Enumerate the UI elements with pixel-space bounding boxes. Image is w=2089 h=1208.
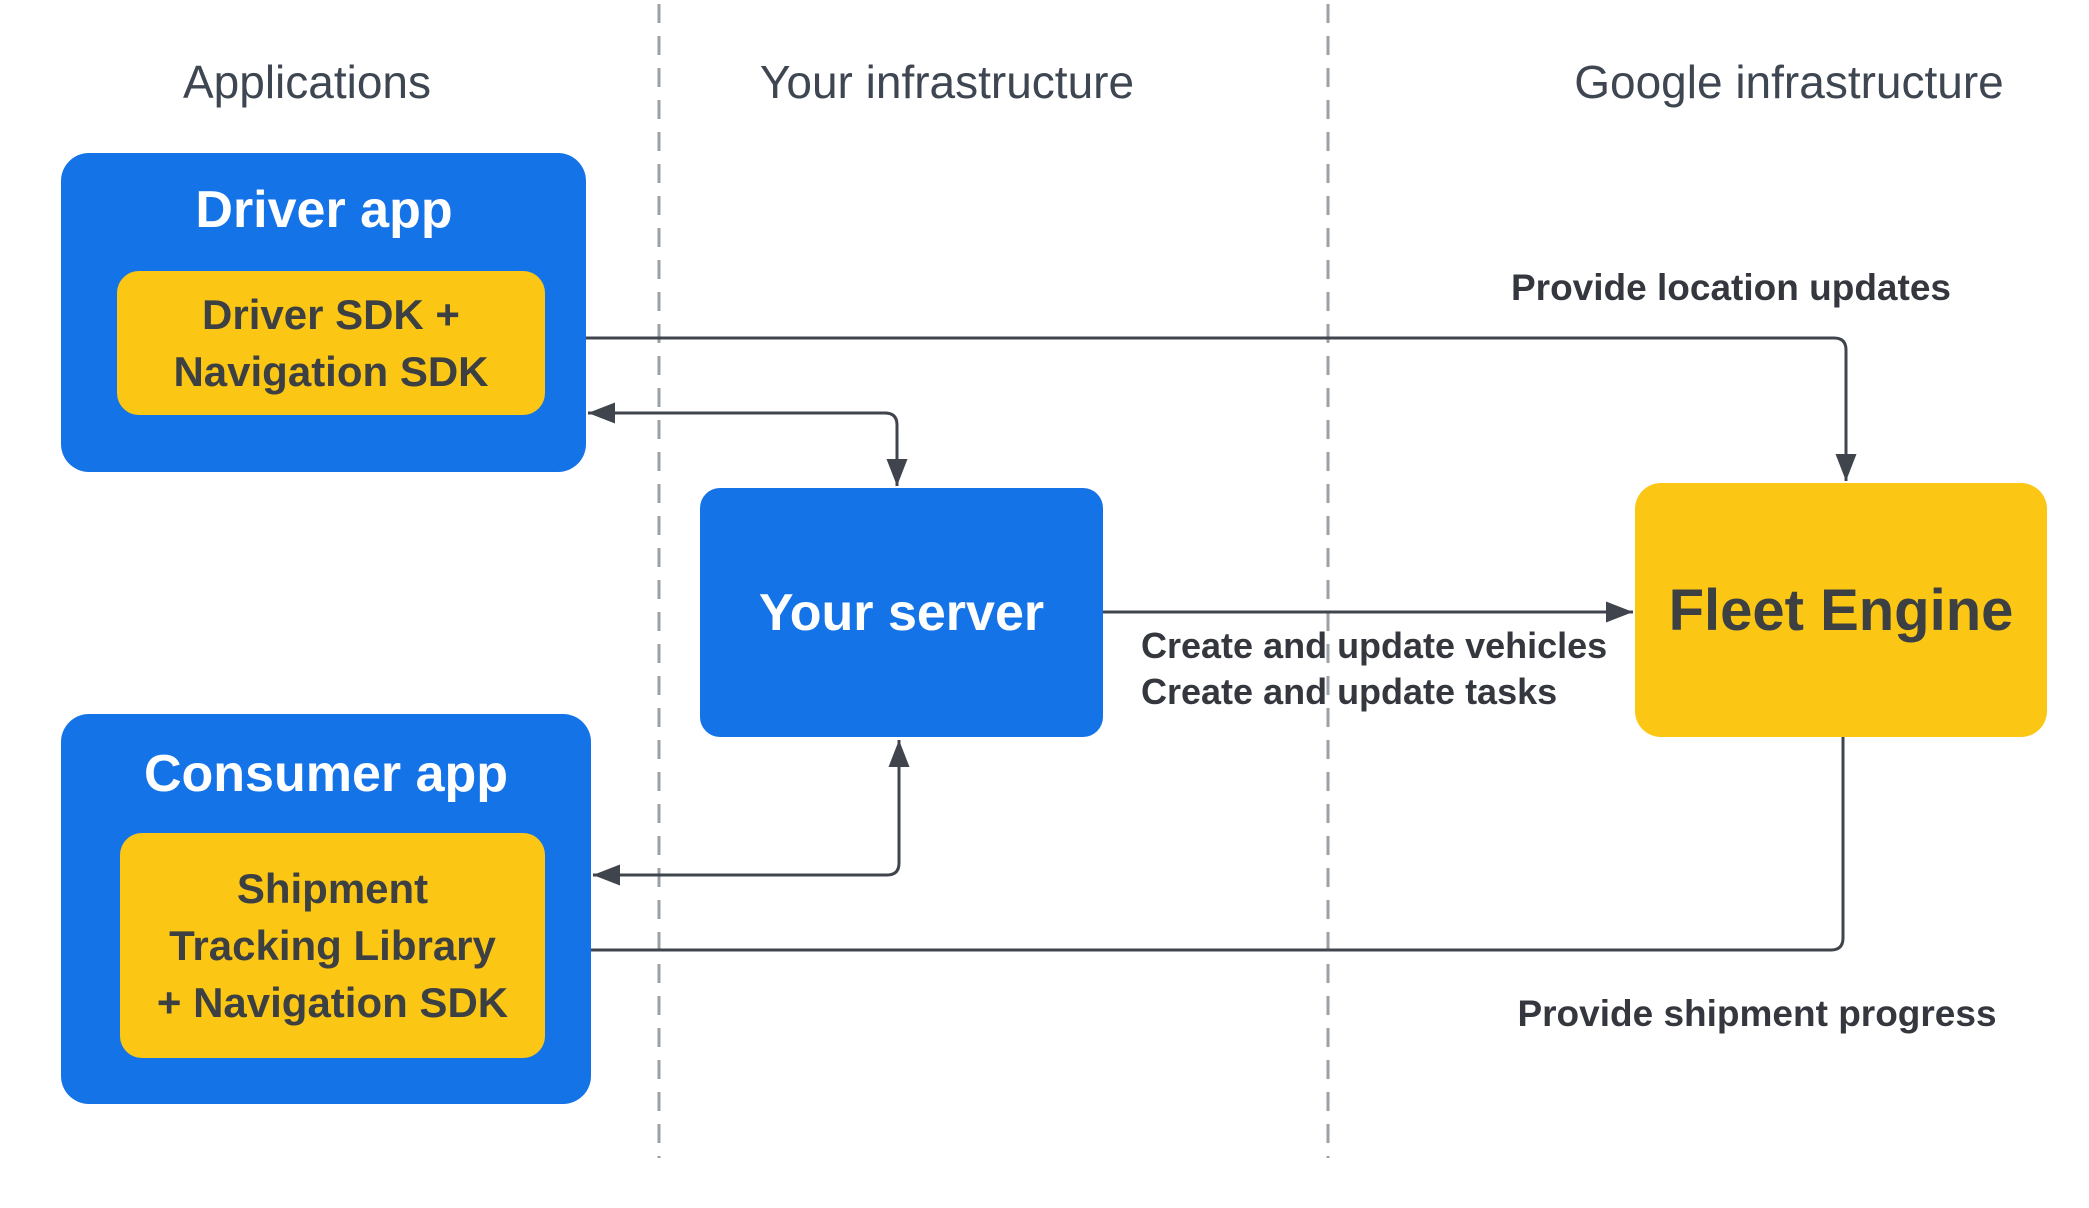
annotation-create-update-vehicles: Create and update vehicles [1141, 625, 1608, 666]
column-header-google-infrastructure: Google infrastructure [1574, 56, 2004, 108]
annotation-provide-shipment-progress: Provide shipment progress [1517, 993, 1997, 1034]
shipment-library-label-line1: Shipment [236, 865, 429, 912]
arrow-driver-app-your-server [588, 402, 908, 486]
node-driver-sdk: Driver SDK + Navigation SDK [117, 271, 545, 415]
node-driver-app-title: Driver app [195, 181, 453, 239]
column-header-applications: Applications [182, 56, 432, 108]
node-shipment-tracking-library: Shipment Tracking Library + Navigation S… [120, 833, 545, 1058]
annotation-create-update-tasks: Create and update tasks [1141, 671, 1558, 712]
node-your-server-title: Your server [758, 583, 1045, 642]
node-fleet-engine-title: Fleet Engine [1668, 577, 2014, 643]
annotation-create-update: Create and update vehicles Create and up… [1141, 623, 1607, 715]
arrow-fleet-engine-shipment-library [547, 737, 1845, 961]
node-consumer-app-title: Consumer app [143, 745, 509, 803]
node-fleet-engine: Fleet Engine [1635, 483, 2047, 737]
annotation-provide-location-updates: Provide location updates [1511, 267, 1951, 308]
column-header-your-infrastructure: Your infrastructure [759, 56, 1135, 108]
driver-sdk-label-line1: Driver SDK + [202, 291, 460, 338]
arrow-driver-sdk-fleet-engine [549, 327, 1857, 481]
shipment-library-label-line2: Tracking Library [169, 922, 496, 969]
node-your-server: Your server [700, 488, 1103, 737]
shipment-library-label-line3: + Navigation SDK [156, 979, 509, 1026]
arrow-consumer-app-your-server [593, 740, 910, 886]
driver-sdk-label-line2: Navigation SDK [173, 348, 489, 395]
